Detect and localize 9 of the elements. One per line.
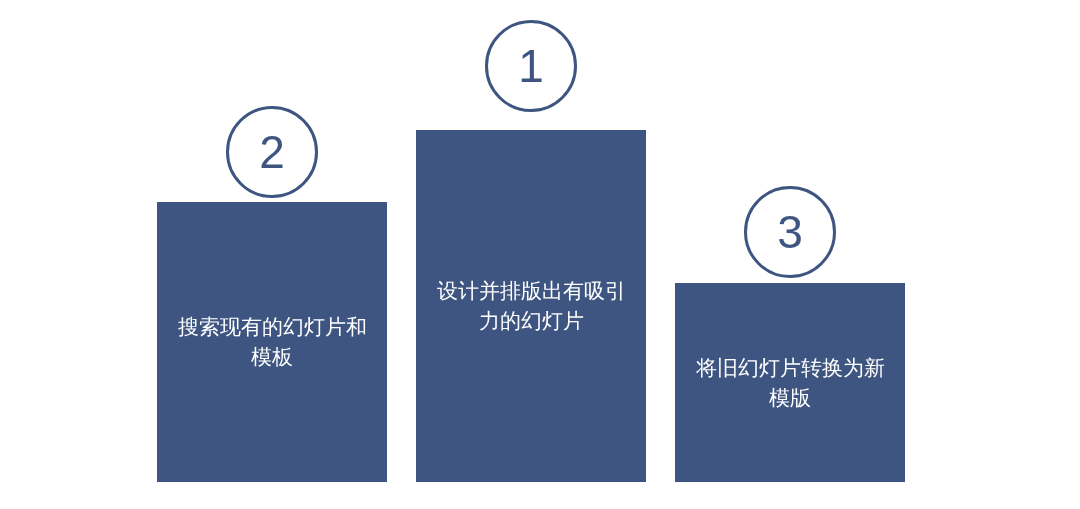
- rank-number: 2: [259, 127, 285, 177]
- podium-block: [157, 202, 387, 482]
- podium-block: [675, 283, 905, 482]
- podium-text: 将旧幻灯片转换为新模版: [694, 354, 886, 411]
- podium-block: [416, 130, 646, 482]
- podium-text: 搜索现有的幻灯片和模板: [176, 314, 368, 370]
- rank-number: 1: [518, 41, 544, 91]
- podium-text: 设计并排版出有吸引力的幻灯片: [435, 278, 627, 334]
- rank-number: 3: [777, 207, 803, 257]
